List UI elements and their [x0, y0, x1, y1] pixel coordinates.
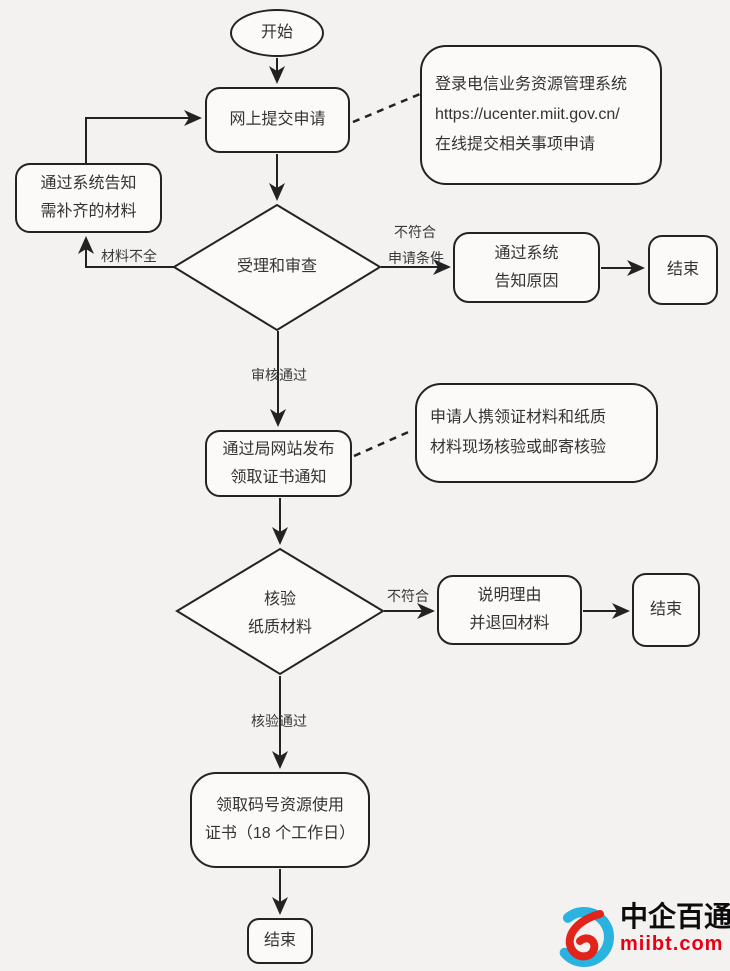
node-end-verify: 结束 — [632, 573, 700, 647]
node-publish-line2: 领取证书通知 — [230, 468, 327, 486]
logo-brand-text: 中企百通 — [620, 901, 730, 932]
miibt-logo: 中企百通 miibt.com — [551, 901, 730, 969]
node-publish-line1: 通过局网站发布 — [222, 440, 335, 458]
node-notify-reason: 通过系统 告知原因 — [453, 232, 600, 303]
note-verify-info: 申请人携领证材料和纸质 材料现场核验或邮寄核验 — [415, 383, 658, 483]
edge-review-to-supplement — [78, 236, 174, 268]
node-receive-line2: 证书（18 个工作日） — [204, 825, 356, 842]
miibt-globe-icon — [554, 907, 614, 967]
node-notify-reason-line2: 告知原因 — [494, 272, 559, 290]
node-receive-certificate: 领取码号资源使用 证书（18 个工作日） — [190, 772, 370, 868]
node-publish-notice: 通过局网站发布 领取证书通知 — [205, 430, 352, 497]
node-supplement-line2: 需补齐的材料 — [40, 203, 137, 220]
edge-label-not-meet-2: 申请条件 — [388, 250, 444, 266]
note-verify-line2: 材料现场核验或邮寄核验 — [430, 439, 607, 456]
edge-label-materials-incomplete: 材料不全 — [101, 248, 157, 264]
logo-domain-text: miibt.com — [620, 933, 724, 955]
node-explain-return: 说明理由 并退回材料 — [437, 575, 582, 645]
node-submit-label: 网上提交申请 — [229, 111, 326, 128]
node-receive-line1: 领取码号资源使用 — [215, 797, 344, 814]
edge-label-verify-failed: 不符合 — [387, 588, 429, 604]
decision-review-shape — [172, 203, 382, 332]
note-system-line3: 在线提交相关事项申请 — [435, 136, 596, 153]
node-explain-line1: 说明理由 — [477, 587, 542, 604]
decision-verify-label: 核验 纸质材料 — [247, 591, 312, 636]
note-verify-line1: 申请人携领证材料和纸质 — [430, 409, 607, 426]
node-explain-line2: 并退回材料 — [469, 615, 550, 632]
node-supplement-materials: 通过系统告知 需补齐的材料 — [15, 163, 162, 233]
edge-supplement-to-submit — [85, 110, 202, 163]
edge-dashed-submit-info — [352, 92, 421, 124]
node-end-review: 结束 — [648, 235, 718, 305]
edge-label-not-meet-1: 不符合 — [394, 224, 436, 240]
note-system-line1: 登录电信业务资源管理系统 — [435, 76, 628, 93]
node-submit-online: 网上提交申请 — [205, 87, 350, 153]
decision-verify-shape — [175, 547, 385, 676]
note-system-url: https://ucenter.miit.gov.cn/ — [435, 106, 620, 123]
decision-review-label: 受理和审查 — [236, 258, 317, 275]
node-start: 开始 — [230, 9, 324, 57]
note-system-info: 登录电信业务资源管理系统 https://ucenter.miit.gov.cn… — [420, 45, 662, 185]
edge-dashed-publish-info — [353, 428, 414, 458]
node-end-final: 结束 — [247, 918, 313, 964]
node-notify-reason-line1: 通过系统 — [494, 244, 559, 262]
edge-label-review-passed: 审核通过 — [251, 367, 307, 383]
node-supplement-line1: 通过系统告知 — [40, 175, 137, 192]
node-start-label: 开始 — [260, 24, 293, 41]
edge-label-verify-passed: 核验通过 — [251, 713, 307, 729]
